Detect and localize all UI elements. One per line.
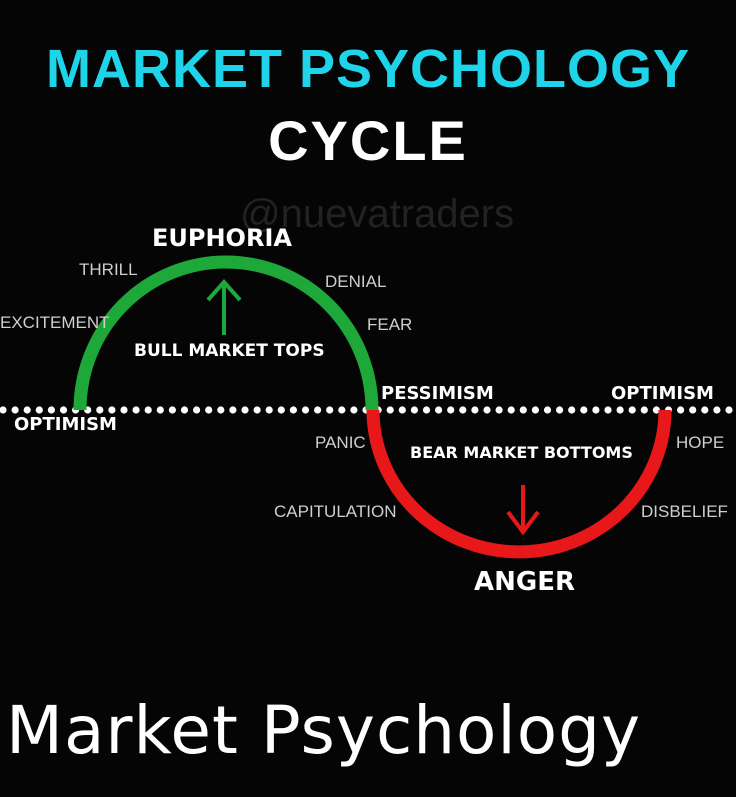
- baseline-dot: [447, 406, 455, 414]
- baseline-dot: [556, 406, 564, 414]
- label-hope: HOPE: [676, 433, 725, 452]
- baseline-dot: [144, 406, 152, 414]
- label-thrill: THRILL: [79, 260, 138, 279]
- baseline-dot: [326, 406, 334, 414]
- baseline-dot: [471, 406, 479, 414]
- label-fear: FEAR: [367, 315, 413, 334]
- baseline-dot: [120, 406, 128, 414]
- baseline-dot: [132, 406, 140, 414]
- label-bull-market-tops: BULL MARKET TOPS: [134, 341, 325, 361]
- baseline-dot: [338, 406, 346, 414]
- baseline-dot: [507, 406, 515, 414]
- baseline-dotted-line: [0, 406, 733, 414]
- baseline-dot: [531, 406, 540, 414]
- label-bear-market-bottoms: BEAR MARKET BOTTOMS: [410, 443, 633, 462]
- baseline-dot: [640, 406, 648, 414]
- baseline-dot: [386, 406, 394, 414]
- baseline-dot: [168, 406, 176, 414]
- label-capitulation: CAPITULATION: [274, 502, 397, 521]
- title-line2: CYCLE: [268, 109, 468, 172]
- baseline-dot: [47, 406, 56, 414]
- baseline-dot: [398, 406, 406, 414]
- footer-title: Market Psychology: [6, 692, 642, 769]
- baseline-dot: [628, 406, 636, 414]
- baseline-dot: [604, 406, 612, 414]
- label-optimism-end: OPTIMISM: [611, 383, 714, 404]
- down-arrow-icon: [506, 485, 540, 536]
- label-euphoria: EUPHORIA: [152, 224, 292, 252]
- baseline-dot: [592, 406, 600, 414]
- baseline-dot: [108, 406, 116, 414]
- baseline-dot: [519, 406, 527, 414]
- baseline-dot: [495, 406, 503, 414]
- baseline-dot: [217, 406, 225, 414]
- baseline-dot: [350, 406, 358, 414]
- baseline-dot: [543, 406, 552, 414]
- baseline-dot: [568, 406, 576, 414]
- baseline-dot: [616, 406, 624, 414]
- baseline-dot: [314, 406, 322, 414]
- baseline-dot: [580, 406, 588, 414]
- baseline-dot: [23, 406, 31, 414]
- baseline-dot: [410, 406, 418, 414]
- baseline-dot: [422, 406, 431, 414]
- label-denial: DENIAL: [325, 272, 387, 291]
- up-arrow-icon: [206, 278, 242, 335]
- bear-arc: [366, 409, 672, 559]
- baseline-dot: [677, 406, 685, 414]
- baseline-dot: [713, 406, 721, 414]
- baseline-dot: [277, 406, 285, 414]
- baseline-dot: [265, 406, 273, 414]
- baseline-dot: [180, 406, 189, 414]
- baseline-dot: [205, 406, 213, 414]
- watermark: @nuevatraders: [240, 192, 515, 236]
- baseline-dot: [35, 406, 43, 414]
- baseline-dot: [459, 406, 467, 414]
- baseline-dot: [289, 406, 297, 414]
- baseline-dot: [435, 406, 443, 414]
- baseline-dot: [483, 406, 491, 414]
- baseline-dot: [725, 406, 733, 414]
- baseline-dot: [96, 406, 104, 414]
- bull-arc: [73, 255, 379, 411]
- baseline-dot: [241, 406, 249, 414]
- baseline-dot: [253, 406, 261, 414]
- baseline-dot: [301, 406, 310, 414]
- baseline-dot: [229, 406, 237, 414]
- title-line1: MARKET PSYCHOLOGY: [45, 39, 691, 99]
- baseline-dot: [156, 406, 164, 414]
- baseline-dot: [689, 406, 697, 414]
- baseline-dot: [193, 406, 201, 414]
- baseline-dot: [652, 406, 661, 414]
- baseline-dot: [11, 406, 19, 414]
- label-optimism-start: OPTIMISM: [14, 414, 117, 435]
- label-anger: ANGER: [474, 567, 576, 597]
- label-disbelief: DISBELIEF: [641, 502, 728, 521]
- baseline-dot: [0, 406, 7, 414]
- label-panic: PANIC: [315, 433, 366, 452]
- label-pessimism: PESSIMISM: [381, 383, 494, 404]
- label-excitement: EXCITEMENT: [0, 313, 110, 332]
- baseline-dot: [701, 406, 709, 414]
- baseline-dot: [59, 406, 68, 414]
